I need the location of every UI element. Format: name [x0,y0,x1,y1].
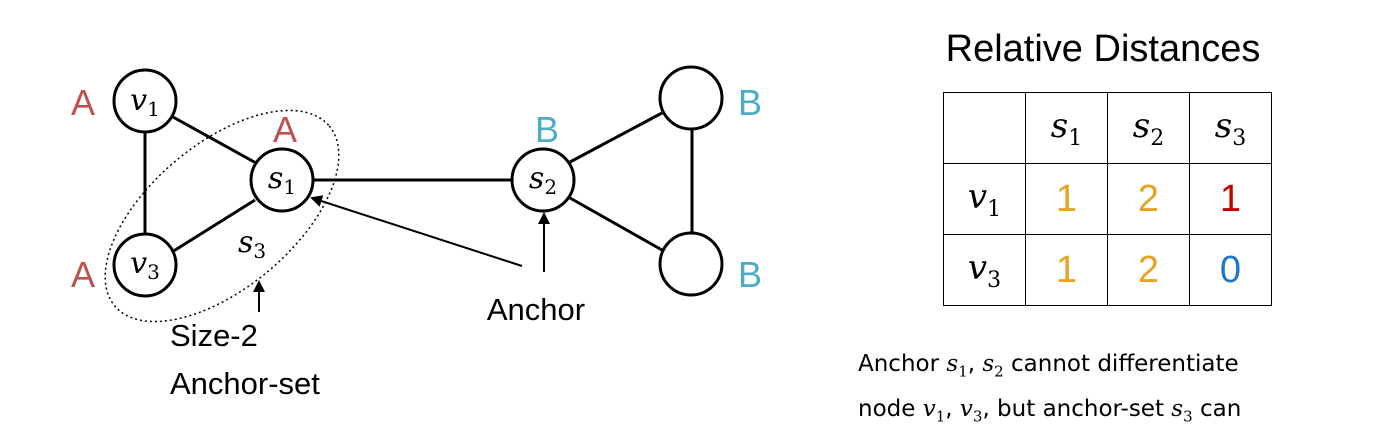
node-v3 [112,232,178,298]
anchor-set-caption-line1: Size-2 [170,318,258,353]
caption-line-1: Anchor s1, s2 cannot differentiate [858,351,1239,381]
cell-v3-s2: 2 [1107,234,1190,306]
node-b-top [658,65,724,131]
cell-v1-s2: 2 [1107,163,1190,235]
role-label-v1: A [71,82,95,123]
role-label-b-top: B [738,82,762,123]
relative-distances-table: s1 s2 s3 v1 1 2 1 v3 1 2 0 [943,92,1272,306]
anchor-set-caption-line2: Anchor-set [170,366,320,401]
role-label-s1: A [273,109,297,150]
cell-v1-s1: 1 [1025,163,1108,235]
role-label-s2: B [535,109,559,150]
col-header-s3: s3 [1189,92,1272,164]
row-header-v3: v3 [943,234,1026,306]
node-s2-label: s2 [529,161,557,199]
node-v1-label: v1 [130,83,160,121]
role-label-b-bottom: B [738,254,762,295]
edge-s2-bbottom [569,196,663,252]
cell-v3-s3: 0 [1189,234,1272,306]
node-s2 [510,147,576,213]
node-s1 [249,147,315,213]
explanation-caption: Anchor s1, s2 cannot differentiate node … [858,346,1373,435]
col-header-s2: s2 [1107,92,1190,164]
node-b-bottom [658,231,724,297]
col-header-s1: s1 [1025,92,1108,164]
cell-v3-s1: 1 [1025,234,1108,306]
anchor-caption: Anchor [487,292,585,327]
node-v3-label: v3 [130,246,160,284]
role-label-v3: A [71,254,95,295]
arrow-anchor-to-s1 [310,195,523,267]
table-title: Relative Distances [945,28,1261,70]
table-corner-cell [943,92,1026,164]
table-row-v3: v3 1 2 0 [943,234,1272,306]
table-row-v1: v1 1 2 1 [943,163,1272,235]
node-v1 [112,68,178,134]
edge-v1-s1 [172,115,257,165]
edge-v3-s1 [171,198,256,254]
table-header-row: s1 s2 s3 [943,92,1272,164]
edge-s2-btop [569,111,663,164]
anchor-set-s3-label: s3 [238,225,266,263]
row-header-v1: v1 [943,163,1026,235]
cell-v1-s3: 1 [1189,163,1272,235]
caption-line-2: node v1, v3, but anchor-set s3 can [858,395,1242,426]
anchor-set-ellipse [104,109,340,323]
node-s1-label: s1 [268,161,296,199]
